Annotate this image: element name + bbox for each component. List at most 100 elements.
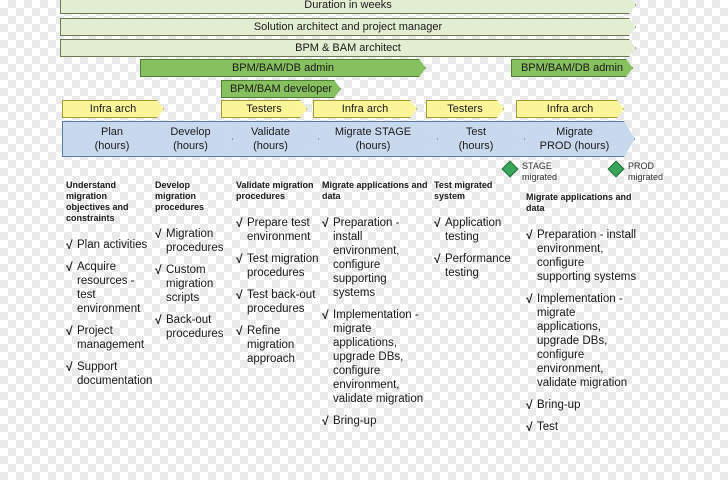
check-icon: √ [322,216,329,230]
check-icon: √ [155,227,162,241]
check-icon: √ [66,360,73,374]
check-icon: √ [66,324,73,338]
lane-bpm-developer: BPM/BAM developer [221,80,341,98]
lane-label: BPM & BAM architect [295,41,401,54]
check-icon: √ [322,414,329,428]
check-icon: √ [526,420,533,434]
stage-duration: (hours) [355,140,391,152]
task-item: √ Performance testing [434,252,520,280]
task-list: √Plan activities √ Acquire resources - te… [66,238,153,388]
stage-duration: (hours) [173,140,208,152]
stage-plan: Plan (hours) [62,121,162,157]
column-migrate-stage: Migrate applications and data √ Preparati… [322,180,432,436]
role-infra-arch-plan: Infra arch [62,100,164,118]
column-heading: Migrate applications and data [526,192,632,213]
task-list: √ Prepare test environment √ Test migratio… [236,216,320,366]
task-item: √ Acquire resources - test environment [66,260,150,316]
check-icon: √ [155,263,162,277]
task-text: Preparation - install environment, confi… [333,217,400,299]
column-heading: Test migrated system [434,180,493,201]
task-text: Performance testing [445,253,511,279]
check-icon: √ [66,238,73,252]
column-migrate-prod: Migrate applications and data √ Preparati… [526,192,638,442]
column-plan: Understand migration objectives and cons… [66,180,153,396]
stage-duration: (hours) [253,140,288,152]
stage-migrate-prod: Migrate PROD (hours) [514,121,635,157]
task-text: Support documentation [77,361,153,387]
check-icon: √ [236,288,243,302]
column-test: Test migrated system √Application testin… [434,180,520,288]
check-icon: √ [236,252,243,266]
task-text: Implementation - migrate applications, u… [537,293,628,389]
milestone-stage-icon [501,160,519,178]
task-item: √ Project management [66,324,150,352]
lane-architect-pm: Solution architect and project manager [60,18,636,36]
task-item: √ Preparation - install environment, conf… [322,216,432,300]
check-icon: √ [526,292,533,306]
column-heading: Validate migration procedures [236,180,314,201]
task-list: √ Preparation - install environment, conf… [526,228,638,434]
column-heading: Migrate applications and data [322,180,428,201]
role-infra-arch-prod: Infra arch [516,100,624,118]
task-text: Test back-out procedures [247,289,316,315]
check-icon: √ [526,228,533,242]
task-item: √ Test migration procedures [236,252,320,280]
lane-label: Duration in weeks [304,0,392,11]
task-item: √ Test [526,420,638,434]
task-text: Acquire resources - test environment [77,261,141,315]
role-testers-validate: Testers [221,100,307,118]
task-text: Prepare test environment [247,217,311,243]
task-item: √ Refine migration approach [236,324,320,366]
task-text: Bring-up [333,415,377,427]
lane-label: BPM/BAM/DB admin [520,61,624,74]
task-text: Test [537,421,559,433]
task-text: Project management [77,325,145,351]
check-icon: √ [526,398,533,412]
role-label: Infra arch [341,102,389,115]
task-item: √Bring-up [526,398,638,412]
check-icon: √ [434,216,441,230]
task-text: Refine migration approach [247,325,295,365]
stage-validate: Validate (hours) [222,121,319,157]
task-list: √Application testing √ Performance testin… [434,216,520,280]
column-heading: Develop migration procedures [155,180,205,212]
task-list: √ Preparation - install environment, conf… [322,216,432,428]
check-icon: √ [434,252,441,266]
lane-label: Solution architect and project manager [253,20,443,33]
stage-title: Plan [100,126,124,138]
task-text: Test migration procedures [247,253,319,279]
task-item: √Plan activities [66,238,150,252]
check-icon: √ [236,324,243,338]
task-text: Migration procedures [166,228,224,254]
stage-title: Test [465,126,487,138]
task-text: Implementation - migrate applications, u… [333,309,424,405]
task-item: √ Preparation - install environment, conf… [526,228,638,284]
task-item: √ Prepare test environment [236,216,320,244]
task-item: √ Implementation - migrate applications, … [526,292,638,390]
task-item: √ Bring-up [322,414,432,428]
lane-bpm-db-admin: BPM/BAM/DB admin [140,59,426,77]
stage-duration: PROD (hours) [539,140,610,152]
task-item: √Implementation - migrate applications, … [322,308,432,406]
column-develop: Develop migration procedures √ Migration … [155,180,231,349]
task-text: Custom migration scripts [166,264,214,304]
stage-develop: Develop (hours) [148,121,233,157]
task-list: √ Migration procedures √ Custom migration … [155,227,231,341]
lane-bpm-db-admin-prod: BPM/BAM/DB admin [511,59,633,77]
task-item: √ Migration procedures [155,227,231,255]
stage-title: Migrate [556,126,593,138]
role-label: Infra arch [89,102,137,115]
check-icon: √ [66,260,73,274]
milestone-prod-label: PROD migrated [628,161,664,182]
role-testers-test: Testers [426,100,504,118]
check-icon: √ [155,313,162,327]
task-item: √ Custom migration scripts [155,263,231,305]
stage-migrate-stage: Migrate STAGE (hours) [308,121,438,157]
task-item: √ Test back-out procedures [236,288,320,316]
column-validate: Validate migration procedures √ Prepare t… [236,180,320,374]
task-text: Preparation - install environment, confi… [537,229,637,283]
role-label: Infra arch [546,102,594,115]
check-icon: √ [236,216,243,230]
task-item: √Application testing [434,216,520,244]
lane-duration: Duration in weeks [60,0,636,14]
